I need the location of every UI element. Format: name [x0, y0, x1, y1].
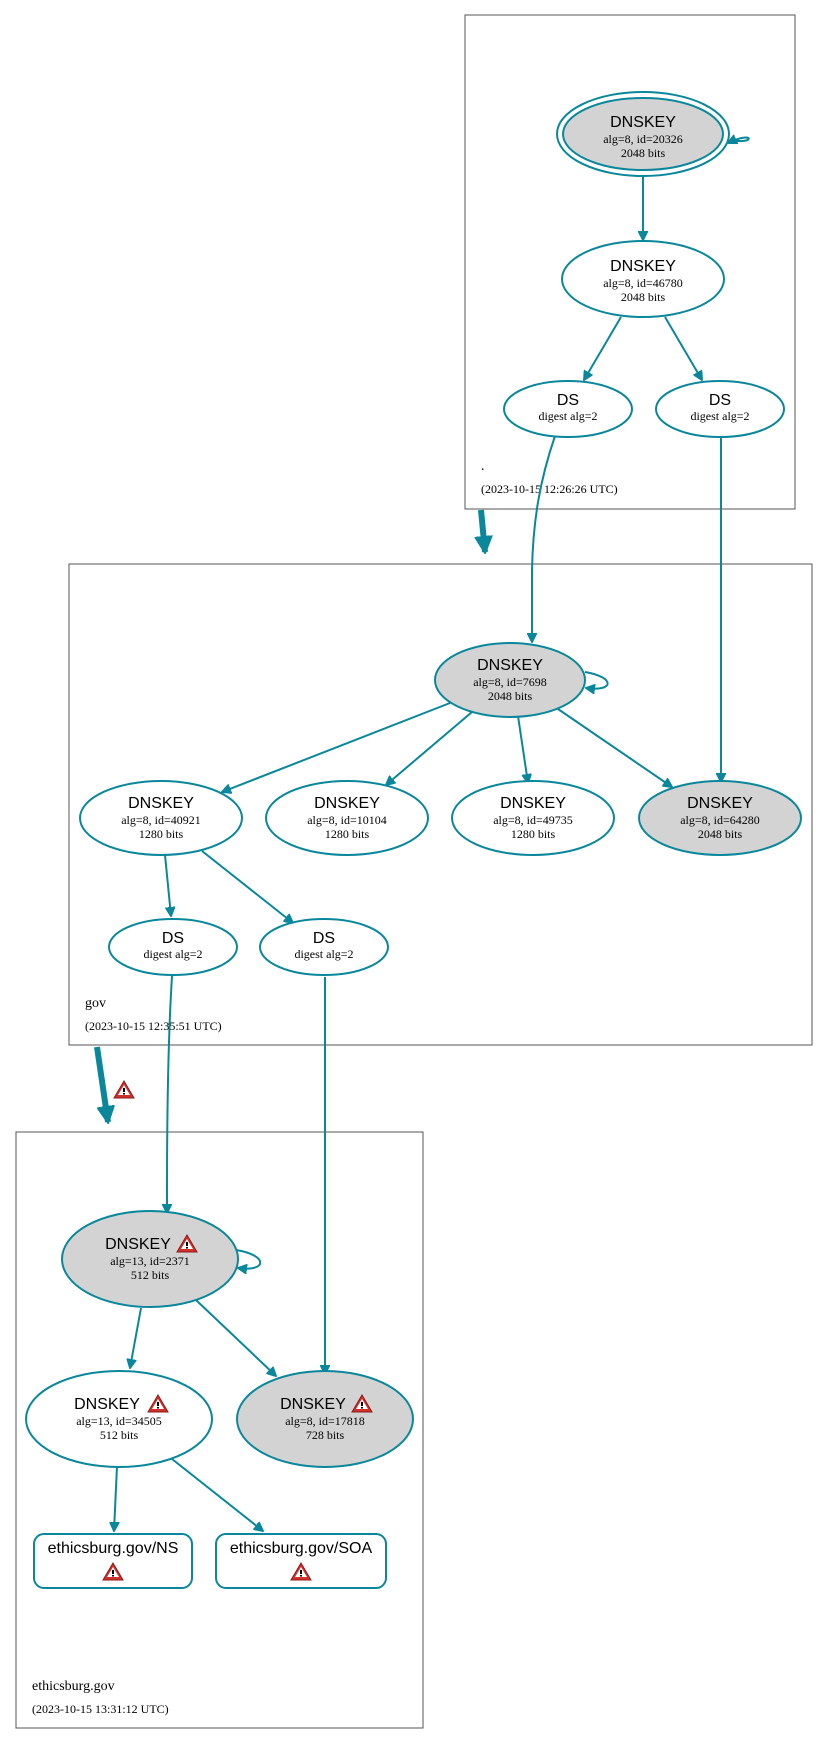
node-root-ds2-title: DS: [709, 392, 731, 409]
node-root-zsk-line2: 2048 bits: [621, 290, 666, 304]
node-gov-k64280-title: DNSKEY: [687, 795, 753, 812]
edge-eth-ksk-self: [235, 1249, 262, 1269]
delegation-warning-icon: [113, 1080, 135, 1099]
edge-eth-k34505-to-ns: [114, 1465, 117, 1531]
node-gov-k49735-line1: alg=8, id=49735: [493, 813, 573, 827]
zone-ethicsburg-name: ethicsburg.gov: [32, 1679, 115, 1694]
edge-root-zsk-to-ds2: [664, 316, 702, 380]
node-root-ksk-line1: alg=8, id=20326: [603, 132, 683, 146]
edge-gov-ksk-to-k10104: [386, 711, 473, 785]
zone-gov-timestamp: (2023-10-15 12:35:51 UTC): [85, 1019, 222, 1033]
edge-gov-k40921-to-ds2: [201, 850, 293, 923]
node-eth-k17818-title: DNSKEY: [280, 1396, 346, 1413]
node-eth-k34505[interactable]: DNSKEY alg=13, id=34505 512 bits: [25, 1370, 213, 1468]
node-root-ds2-line1: digest alg=2: [690, 409, 749, 423]
node-root-ksk-line2: 2048 bits: [621, 146, 666, 160]
node-root-zsk[interactable]: DNSKEY alg=8, id=46780 2048 bits: [561, 240, 725, 318]
edge-eth-k34505-to-soa: [171, 1458, 263, 1531]
node-root-ksk-title: DNSKEY: [610, 114, 676, 131]
node-eth-ns-title: ethicsburg.gov/NS: [48, 1540, 179, 1557]
node-eth-soa[interactable]: ethicsburg.gov/SOA: [215, 1533, 387, 1589]
zone-root-timestamp: (2023-10-15 12:26:26 UTC): [481, 482, 618, 496]
node-gov-k40921-line1: alg=8, id=40921: [121, 813, 201, 827]
edge-eth-ksk-to-k34505: [130, 1307, 142, 1368]
node-gov-k40921-line2: 1280 bits: [139, 827, 184, 841]
node-gov-k40921[interactable]: DNSKEY alg=8, id=40921 1280 bits: [79, 780, 243, 856]
node-eth-ns[interactable]: ethicsburg.gov/NS: [33, 1533, 193, 1589]
node-gov-ksk[interactable]: DNSKEY alg=8, id=7698 2048 bits: [434, 642, 586, 718]
node-gov-ds1[interactable]: DS digest alg=2: [108, 918, 238, 976]
node-gov-k10104[interactable]: DNSKEY alg=8, id=10104 1280 bits: [265, 780, 429, 856]
edges: [94, 138, 750, 1531]
edge-gov-ksk-self: [585, 671, 609, 689]
node-root-zsk-line1: alg=8, id=46780: [603, 276, 683, 290]
node-eth-ksk[interactable]: DNSKEY alg=13, id=2371 512 bits: [61, 1210, 239, 1308]
node-gov-k10104-line2: 1280 bits: [325, 827, 370, 841]
node-gov-k64280[interactable]: DNSKEY alg=8, id=64280 2048 bits: [638, 780, 802, 856]
node-gov-k49735-line2: 1280 bits: [511, 827, 556, 841]
node-gov-ds2[interactable]: DS digest alg=2: [259, 918, 389, 976]
edge-gov-ksk-to-k49735: [517, 715, 528, 783]
node-gov-k49735[interactable]: DNSKEY alg=8, id=49735 1280 bits: [451, 780, 615, 856]
edge-root-ds1-to-gov-ksk: [532, 435, 556, 642]
zone-ethicsburg-timestamp: (2023-10-15 13:31:12 UTC): [32, 1702, 169, 1716]
edge-gov-ds1-to-eth-ksk: [167, 975, 173, 1213]
node-gov-ds1-title: DS: [162, 930, 184, 947]
node-root-ds1-line1: digest alg=2: [538, 409, 597, 423]
node-eth-k17818[interactable]: DNSKEY alg=8, id=17818 728 bits: [236, 1370, 414, 1468]
node-gov-ksk-line1: alg=8, id=7698: [473, 675, 547, 689]
node-gov-k64280-line2: 2048 bits: [698, 827, 743, 841]
node-gov-ksk-title: DNSKEY: [477, 657, 543, 674]
node-gov-ksk-line2: 2048 bits: [488, 689, 533, 703]
node-root-ds2[interactable]: DS digest alg=2: [655, 380, 785, 438]
node-gov-k49735-title: DNSKEY: [500, 795, 566, 812]
edge-root-ksk-self: [728, 138, 750, 143]
node-eth-ksk-title: DNSKEY: [105, 1236, 171, 1253]
node-eth-k34505-line1: alg=13, id=34505: [76, 1414, 162, 1428]
edge-gov-k40921-to-ds1: [164, 854, 171, 916]
node-eth-k17818-line2: 728 bits: [306, 1428, 345, 1442]
node-gov-ds2-title: DS: [313, 930, 335, 947]
edge-eth-ksk-to-k17818: [195, 1299, 276, 1376]
node-gov-k10104-title: DNSKEY: [314, 795, 380, 812]
node-root-zsk-title: DNSKEY: [610, 258, 676, 275]
edge-delegation-root-to-gov: [481, 509, 485, 552]
edge-gov-ksk-to-k40921: [222, 702, 451, 792]
zone-root-name: .: [481, 459, 485, 474]
node-gov-k10104-line1: alg=8, id=10104: [307, 813, 387, 827]
zone-gov-name: gov: [85, 996, 106, 1011]
node-eth-k34505-line2: 512 bits: [100, 1428, 139, 1442]
node-root-ksk[interactable]: DNSKEY alg=8, id=20326 2048 bits: [556, 91, 730, 177]
node-eth-k34505-title: DNSKEY: [74, 1396, 140, 1413]
node-root-ds1-title: DS: [557, 392, 579, 409]
edge-gov-ksk-to-k64280: [557, 708, 672, 787]
node-gov-k40921-title: DNSKEY: [128, 795, 194, 812]
node-eth-k17818-line1: alg=8, id=17818: [285, 1414, 365, 1428]
node-gov-ds2-line1: digest alg=2: [294, 947, 353, 961]
node-eth-ksk-line2: 512 bits: [131, 1268, 170, 1282]
edge-delegation-gov-to-ethicsburg: [94, 1046, 108, 1122]
node-eth-soa-title: ethicsburg.gov/SOA: [230, 1540, 373, 1557]
node-gov-k64280-line1: alg=8, id=64280: [680, 813, 760, 827]
node-gov-ds1-line1: digest alg=2: [143, 947, 202, 961]
node-eth-ksk-line1: alg=13, id=2371: [110, 1254, 190, 1268]
node-root-ds1[interactable]: DS digest alg=2: [503, 380, 633, 438]
edge-root-zsk-to-ds1: [584, 316, 622, 380]
